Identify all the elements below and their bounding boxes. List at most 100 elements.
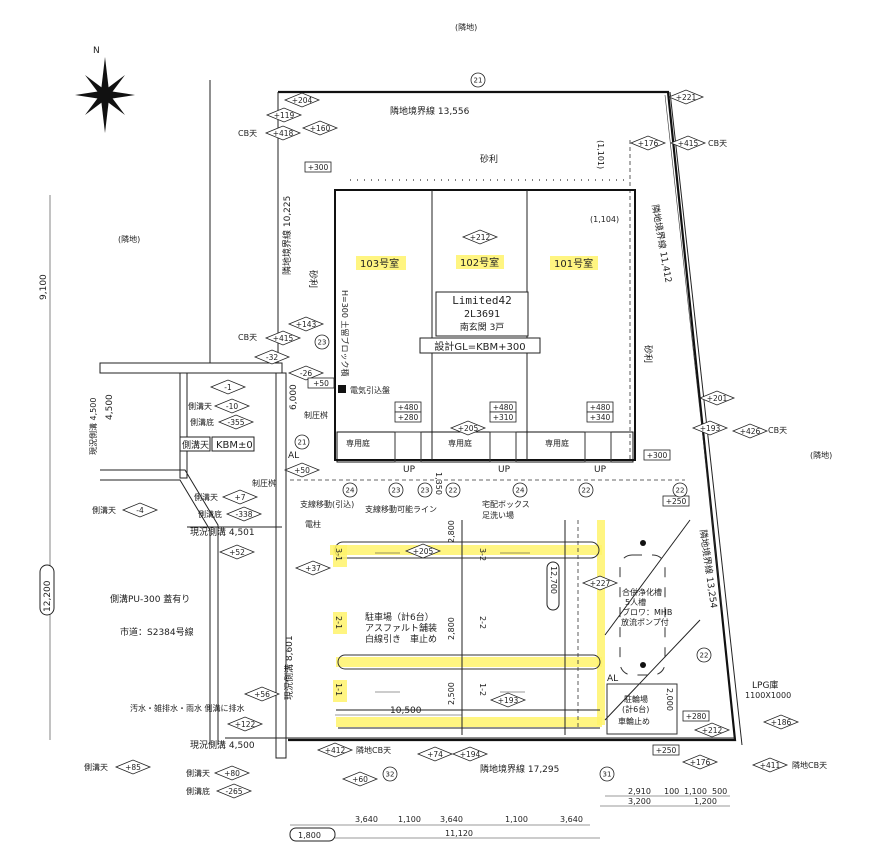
elevation-marker: +201 [698,390,736,406]
ditch-top-label: 側溝天 [92,505,116,515]
elevation-marker: -338 [225,506,263,522]
road-name: 市道：S2384号線 [120,626,194,638]
reference-number: 21 [474,77,483,85]
level-value: +480 [493,403,514,412]
pressure-box-label-2: 制圧桝 [252,478,276,488]
dim-corner: (1,101) [596,140,605,169]
elevation-marker: +186 [762,714,800,730]
elevation-value: +204 [292,96,313,105]
reference-number: 23 [318,339,327,347]
kbm-label: 側溝天 [182,439,209,451]
elevation-value: +415 [273,334,294,343]
elevation-marker: -1 [209,379,247,395]
elevation-marker: +212 [461,229,499,245]
elevation-value: -10 [226,402,238,411]
parking-lot [330,520,605,735]
dim-1350: 1,350 [434,472,443,495]
reference-circle: 24 [342,482,358,498]
lpg-size: 1100X1000 [745,691,791,700]
elevation-value: +193 [498,696,519,705]
level-box: +340 [586,411,614,423]
elevation-marker: +194 [451,746,489,762]
parking-slot-3-1: 3-1 [334,548,343,561]
elevation-value: -355 [227,418,244,427]
reference-number: 22 [582,487,591,495]
level-value: +300 [308,163,329,172]
elevation-value: -338 [235,510,252,519]
boundary-left: 隣地境界線 10,225 [281,196,293,275]
reference-circle: 23 [314,334,330,350]
septic-tank [604,519,701,721]
dim-br: 1,100 [684,787,707,796]
road-walls [99,362,735,759]
level-value: +480 [590,403,611,412]
bicycle-stopper: 車輪止め [618,716,650,726]
elevation-marker: +204 [283,92,321,108]
reference-circle: 21 [470,72,486,88]
dim-br: 1,200 [694,797,717,806]
elevation-value: +227 [590,579,611,588]
ditch-wall-label: 現況側溝 4,500 [88,398,98,455]
elevation-value: +201 [707,394,728,403]
ditch-top-label: 側溝天 [84,762,108,772]
elevation-marker: -26 [287,365,325,381]
septic-capacity: 5人槽 [625,597,646,607]
reference-number: 21 [298,439,307,447]
level-box: +480 [586,401,614,413]
elevation-marker: +193 [691,420,729,436]
reference-circle: 22 [578,482,594,498]
elevation-marker: -32 [253,349,291,365]
level-value: +300 [647,451,668,460]
elevation-marker: -10 [213,398,251,414]
elevation-marker: +122 [226,716,264,732]
stairs-up-label: UP [498,465,511,475]
elevation-marker: -355 [217,414,255,430]
elevation-value: +411 [760,761,781,770]
bicycle-label: 駐輪場 [624,694,648,704]
elevation-marker: +176 [629,135,667,151]
elevation-value: -1 [224,383,232,392]
dim-4500: 4,500 [105,394,115,420]
dim-br: 3,200 [628,797,651,806]
reference-circle: 22 [445,482,461,498]
elevation-marker: +426 [731,423,769,439]
gravel-label-right: 砂利 [642,345,654,363]
elevation-marker: +74 [416,746,454,762]
reference-number: 23 [421,487,430,495]
building-code: 2L3691 [464,309,500,320]
elevation-value: -4 [136,506,144,515]
elevation-value: +56 [254,690,270,699]
elevation-value: +143 [296,320,317,329]
ditch-bottom-label: 側溝底 [186,786,210,796]
dim-9100: 9,100 [39,274,49,300]
neighbor-label-left: (隣地) [118,234,140,244]
cb-top-label: CB天 [768,426,787,435]
elevation-marker: +411 [751,757,789,773]
dim-bottom-total: 11,120 [445,829,473,838]
level-box: +300 [643,449,671,461]
elevation-value: +80 [224,769,240,778]
reference-number: 24 [516,487,525,495]
elevation-marker: +205 [449,420,487,436]
dim-br: 2,910 [628,787,651,796]
bicycle-al-label: AL [607,674,618,684]
retaining-wall-note: H=300 土留ブロック積 [340,290,350,377]
level-value: +480 [398,403,419,412]
elevation-marker: +50 [283,462,321,478]
parking-title: 駐車場（計6台） [365,611,434,623]
elevation-value: +212 [702,726,723,735]
level-value: +280 [398,413,419,422]
reference-circle: 21 [294,434,310,450]
neighbor-label-right: (隣地) [810,450,832,460]
private-garden-label: 専用庭 [545,438,569,448]
parking-dim: 12,700 [549,566,558,594]
level-value: +250 [666,497,687,506]
elevation-value: +50 [294,466,310,475]
dim-bottom: 1,100 [398,815,421,824]
septic-label: 合併浄化槽 [622,587,662,597]
elevation-marker: +418 [264,125,302,141]
dim-bottom: 3,640 [440,815,463,824]
pressure-box-label: 制圧桝 [304,410,328,420]
reference-number: 22 [676,487,685,495]
